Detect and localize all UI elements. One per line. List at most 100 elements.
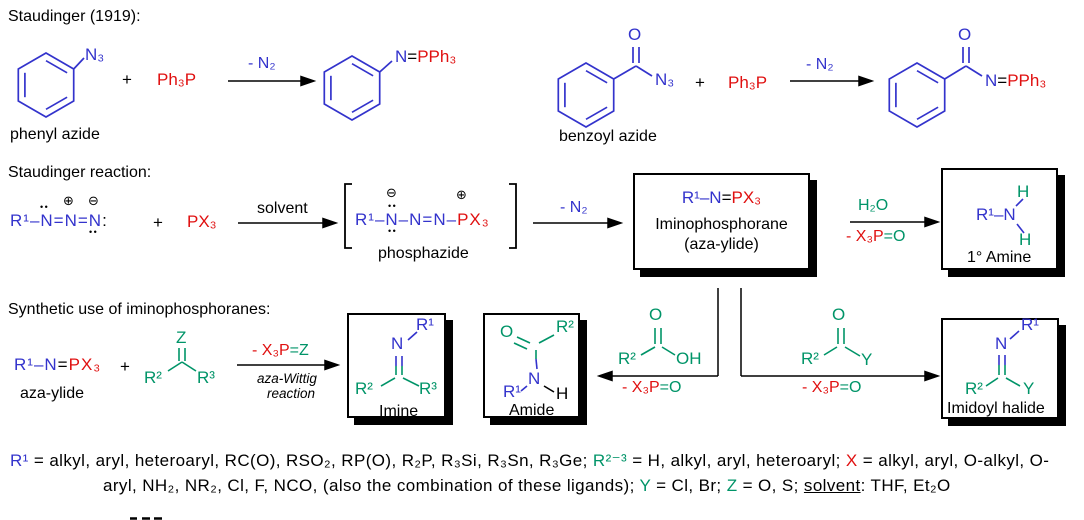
- lone-pair-dots: ••: [388, 226, 398, 236]
- carbonyl-o-label: O: [628, 25, 642, 44]
- eq-z-label: =Z: [289, 342, 309, 359]
- amide-box: [483, 313, 580, 418]
- acyl-y-label: Y: [861, 350, 873, 369]
- reaction-arrow-3: [238, 217, 339, 229]
- ph3p-reagent: Ph₃P: [728, 73, 768, 92]
- amide-caption: Amide: [509, 402, 555, 419]
- y-values: = Cl, Br;: [650, 476, 727, 495]
- substituent-legend-line1: R¹ = alkyl, aryl, heteroaryl, RC(O), RSO…: [10, 452, 1049, 469]
- h2o-condition: H₂O: [858, 197, 889, 214]
- z-values: = O, S;: [737, 476, 804, 495]
- x-key: X: [845, 451, 858, 470]
- imine-r1-label: R¹: [416, 315, 434, 334]
- lone-pair-dots: ••: [89, 227, 99, 237]
- carbonyl-o-label: O: [958, 25, 972, 44]
- x3pz-byproduct: - X₃P=Z: [252, 343, 309, 359]
- r1-n-label: R¹–N: [14, 355, 58, 374]
- imidoyl-n-label: N: [995, 334, 1008, 353]
- acyl-halide-bonds: [823, 328, 861, 357]
- minus-charge-icon: ⊖: [88, 193, 99, 208]
- imine-r3-label: R³: [419, 379, 437, 398]
- imidoyl-halide-box: [941, 318, 1059, 419]
- lone-pair-colon: :: [102, 211, 108, 230]
- y-key: Y: [639, 476, 651, 495]
- px3-label: PX₃: [68, 355, 102, 374]
- aza-ylide-formula: R¹–N=PX₃: [14, 356, 101, 373]
- z-atom-label: Z: [176, 328, 187, 347]
- double-bond-label: =: [407, 47, 418, 66]
- phosphazide-caption: phosphazide: [378, 245, 469, 262]
- minus-x3p-label: - X₃P: [622, 379, 660, 396]
- imine-r2-label: R²: [355, 379, 373, 398]
- r2-label: R²: [144, 368, 162, 387]
- benzoyl-azide-caption: benzoyl azide: [559, 128, 657, 145]
- amine-h-label: H: [1017, 182, 1030, 201]
- acid-o-label: O: [649, 305, 663, 324]
- imidoyl-r2-label: R²: [965, 379, 983, 398]
- reaction-arrow-5: [850, 216, 941, 228]
- phosphazide-formula: R¹–N–N=N–PX₃: [355, 211, 490, 228]
- n-label: N: [985, 71, 998, 90]
- imidoyl-halide-caption: Imidoyl halide: [947, 400, 1045, 417]
- substituent-legend-line2: aryl, NH₂, NR₂, Cl, F, NCO, (also the co…: [103, 477, 951, 494]
- amide-r2-label: R²: [556, 317, 574, 336]
- aza-ylide-caption: aza-ylide: [20, 385, 85, 402]
- x3po-byproduct: - X₃P=O: [802, 380, 861, 396]
- amide-o-label: O: [500, 322, 514, 341]
- x-values: = alkyl, aryl, O-alkyl, O-: [857, 451, 1050, 470]
- eq-o-label: =O: [659, 379, 682, 396]
- solvent-values: : THF, Et₂O: [860, 476, 951, 495]
- double-bond-label: =: [997, 71, 1008, 90]
- imine-caption: Imine: [379, 403, 419, 420]
- x3po-byproduct: - X₃P=O: [622, 380, 681, 396]
- lone-pair-dots: ••: [388, 201, 398, 211]
- plus-sign: +: [153, 213, 163, 232]
- phenyl-azide-ring: [17, 52, 85, 118]
- imidoyl-r1-label: R¹: [1021, 315, 1039, 334]
- r1-n-label: R¹–N: [681, 188, 722, 207]
- z-key: Z: [726, 476, 738, 495]
- plus-sign: +: [120, 357, 130, 376]
- aza-wittig-arrow: [237, 359, 341, 371]
- solvent-condition: solvent: [257, 200, 308, 217]
- iminophosphorane-product-ring: [323, 55, 393, 121]
- imidoyl-y-label: Y: [1023, 379, 1035, 398]
- amine-h-label: H: [1019, 230, 1032, 249]
- azide-n3-label: N₃: [655, 70, 675, 89]
- iminophosphorane-formula: R¹–N=PX₃: [635, 188, 808, 208]
- r1-values: = alkyl, aryl, heteroaryl, RC(O), RSO₂, …: [28, 451, 593, 470]
- iminophosphorane-name: Iminophosphorane: [655, 216, 788, 233]
- aza-ylide-name: (aza-ylide): [684, 236, 759, 253]
- x3po-byproduct: - X₃P=O: [846, 229, 905, 245]
- iminophosphorane-box: R¹–N=PX₃ Iminophosphorane (aza-ylide): [633, 173, 810, 270]
- px3-label: PX₃: [457, 210, 490, 229]
- minus-charge-icon: ⊖: [386, 185, 397, 200]
- r1-key: R¹: [10, 451, 29, 470]
- minus-x3p-label: - X₃P: [802, 379, 840, 396]
- amide-n-label: N: [528, 369, 541, 388]
- phenyl-azide-caption: phenyl azide: [10, 126, 100, 143]
- azide-chain: R¹–N=N=N: [10, 211, 103, 230]
- amide-r1-label: R¹: [503, 382, 521, 401]
- pph3-label: PPh₃: [1007, 71, 1047, 90]
- carboxylic-acid-bonds: [640, 328, 676, 356]
- section2-title: Staudinger reaction:: [8, 164, 152, 181]
- primary-amine-box: [941, 168, 1058, 270]
- benzoyl-iminophosphorane-ring: [888, 47, 983, 128]
- solvent-key: solvent: [803, 476, 861, 495]
- n-pph3-group: N=PPh₃: [985, 72, 1046, 89]
- pph3-label: PPh₃: [417, 47, 457, 66]
- amine-r1n-formula: R¹–N: [976, 205, 1016, 224]
- plus-charge-icon: ⊕: [456, 187, 467, 202]
- reaction-arrow-2: [790, 75, 875, 87]
- double-bond-label: =: [721, 188, 732, 207]
- ph3p-reagent: Ph₃P: [157, 70, 197, 89]
- azide-formula: R¹–N=N=N:: [10, 212, 108, 229]
- lone-pair-dots: ••: [40, 202, 50, 212]
- phosphazide-chain: R¹–N–N=N–: [355, 210, 458, 229]
- r3-label: R³: [197, 368, 215, 387]
- minus-n2-condition: - N₂: [248, 55, 276, 72]
- plus-sign: +: [695, 73, 705, 92]
- px3-label: PX₃: [731, 188, 762, 207]
